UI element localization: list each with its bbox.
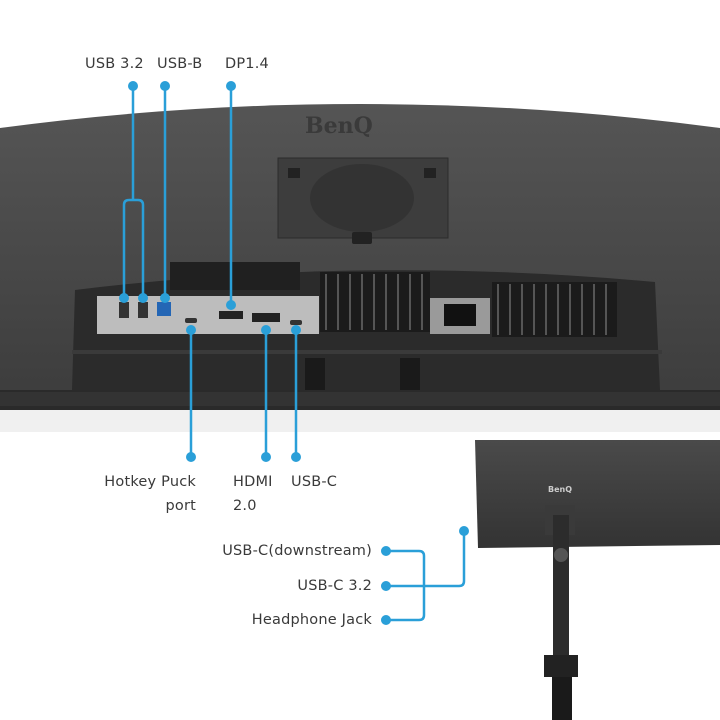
label-hotkey-line2: port	[165, 498, 196, 514]
label-dp: DP1.4	[225, 56, 269, 72]
vent-bottom	[0, 392, 720, 406]
callout-dots	[119, 81, 469, 625]
label-usb32: USB 3.2	[85, 56, 144, 72]
label-headphone: Headphone Jack	[251, 612, 372, 628]
svg-text:BenQ: BenQ	[548, 485, 572, 494]
label-hdmi-line1: HDMI	[233, 474, 273, 490]
label-usbb: USB-B	[157, 56, 203, 72]
brand-logo: BenQ	[305, 113, 373, 139]
label-usbc32: USB-C 3.2	[297, 578, 372, 594]
label-usbc: USB-C	[291, 474, 338, 490]
label-hotkey-line1: Hotkey Puck	[104, 474, 196, 490]
vent-slats	[325, 274, 607, 335]
label-usbc-downstream: USB-C(downstream)	[222, 543, 372, 559]
port-panel	[97, 296, 319, 334]
label-hdmi-line2: 2.0	[233, 498, 257, 514]
callout-lines	[122, 86, 466, 622]
small-monitor: BenQ	[475, 440, 720, 720]
